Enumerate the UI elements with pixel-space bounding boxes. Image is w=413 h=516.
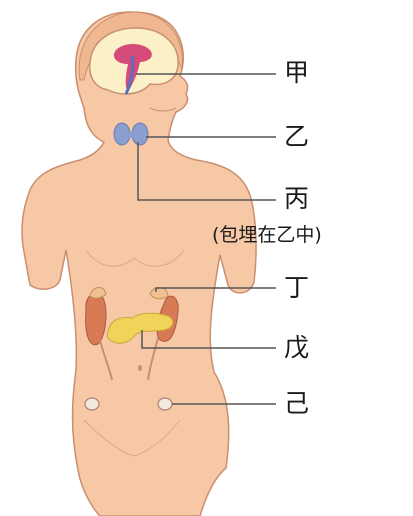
left-ovary <box>85 398 99 410</box>
label-ding: 丁 <box>284 275 309 300</box>
label-ji: 己 <box>284 391 309 416</box>
label-jia: 甲 <box>284 60 309 85</box>
right-ovary <box>158 398 172 410</box>
label-yi: 乙 <box>284 124 309 149</box>
label-bing-note: (包埋在乙中) <box>212 226 322 245</box>
label-wu: 戊 <box>284 335 309 360</box>
navel <box>138 365 142 371</box>
label-bing: 丙 <box>284 186 309 211</box>
thyroid-isthmus <box>126 132 136 138</box>
